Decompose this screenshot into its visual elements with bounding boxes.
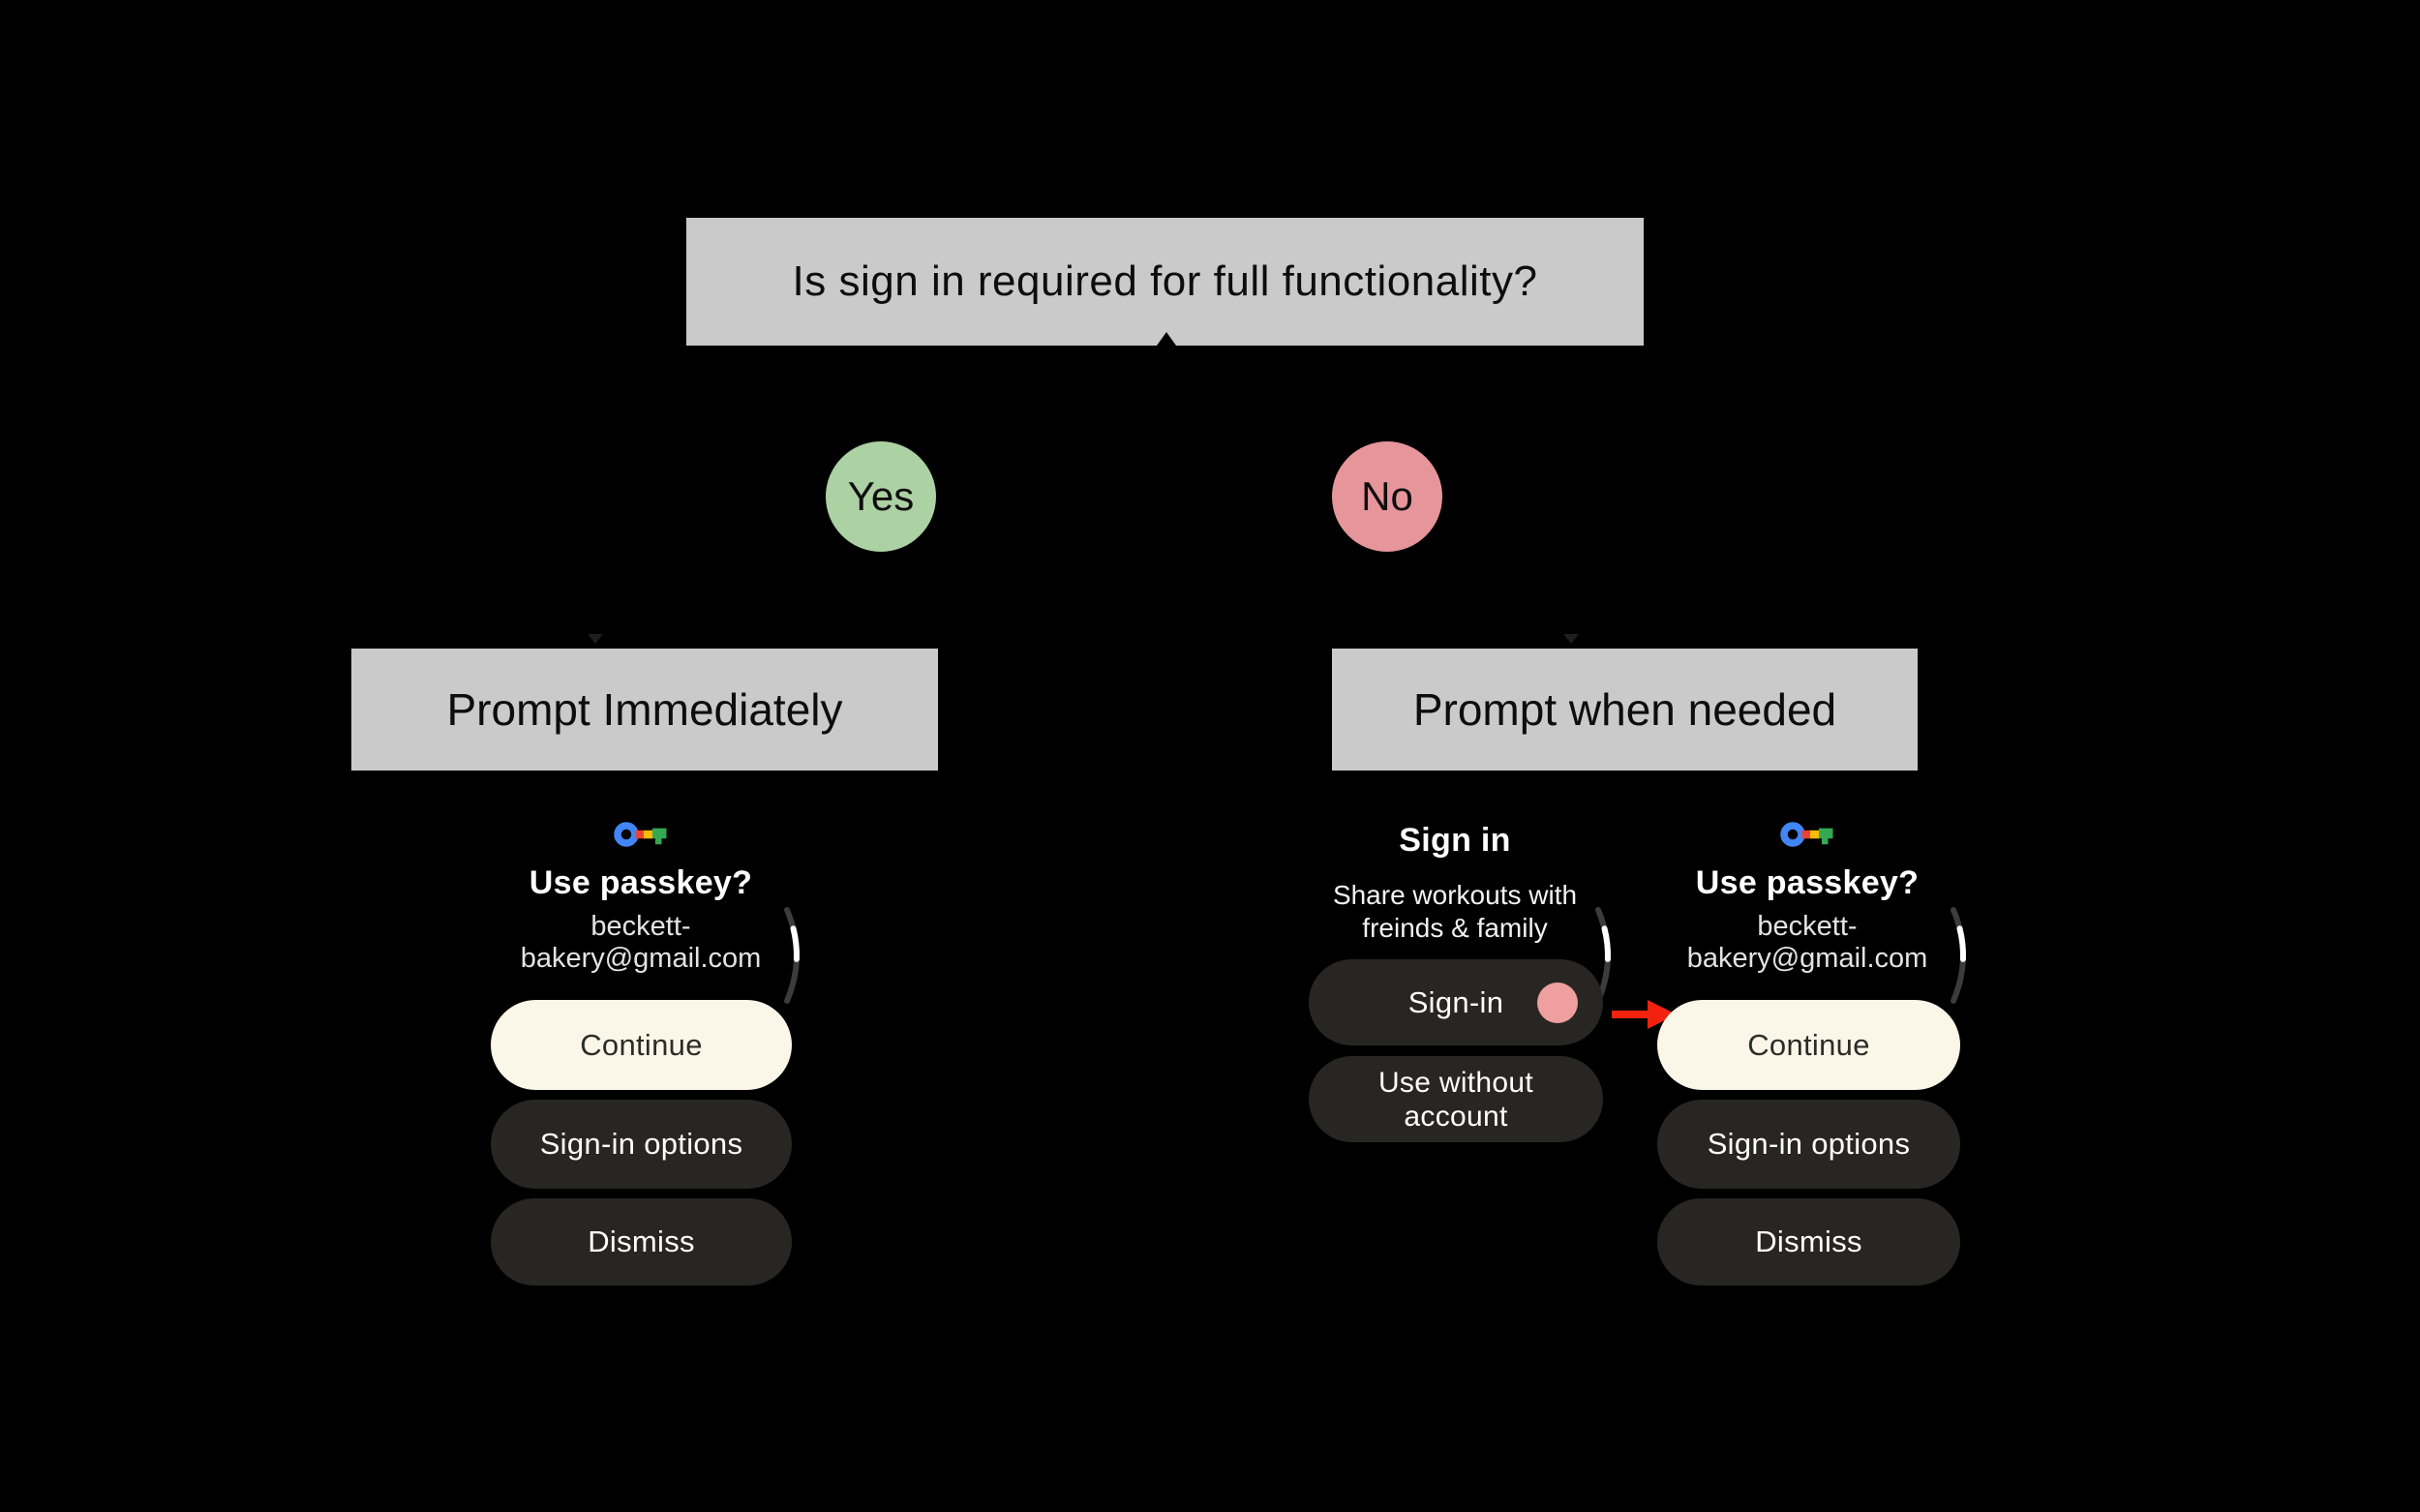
continue-button[interactable]: Continue: [491, 1000, 792, 1090]
branch-no-title: Prompt when needed: [1412, 684, 1837, 735]
tap-flow-arrow-icon: [1612, 1000, 1677, 1029]
passkey-title: Use passkey?: [529, 864, 753, 901]
use-without-account-line2: account: [1404, 1100, 1508, 1133]
branch-yes-title: Prompt Immediately: [446, 684, 843, 735]
signin-options-button[interactable]: Sign-in options: [491, 1100, 792, 1189]
question-node: Is sign in required for full functionali…: [686, 218, 1644, 346]
subtitle-line1: Share workouts with: [1332, 880, 1578, 910]
passkey-key-icon: [1780, 822, 1833, 847]
use-without-account-button[interactable]: Use without account: [1309, 1056, 1603, 1142]
email-line2: bakery@gmail.com: [520, 943, 762, 974]
passkey-account-email: beckett- bakery@gmail.com: [428, 911, 854, 975]
email-line2: bakery@gmail.com: [1686, 943, 1928, 974]
connector-tick: [588, 634, 603, 644]
signin-screen-title: Sign in: [1399, 822, 1511, 859]
signin-subtitle: Share workouts with freinds & family: [1242, 879, 1668, 945]
passkey-key-icon: [614, 822, 667, 847]
no-label: No: [1361, 473, 1413, 519]
dismiss-button[interactable]: Dismiss: [491, 1198, 792, 1285]
scroll-position-indicator[interactable]: [1944, 906, 1977, 1005]
passkey-account-email: beckett- bakery@gmail.com: [1594, 911, 2020, 975]
dismiss-button[interactable]: Dismiss: [1657, 1198, 1960, 1285]
branch-prompt-immediately: Prompt Immediately: [351, 649, 938, 771]
dismiss-label: Dismiss: [588, 1225, 695, 1258]
signin-options-button[interactable]: Sign-in options: [1657, 1100, 1960, 1189]
yes-node: Yes: [826, 441, 936, 552]
email-line1: beckett-: [1757, 911, 1858, 942]
signin-options-label: Sign-in options: [1707, 1127, 1911, 1161]
scroll-position-indicator[interactable]: [777, 906, 810, 1005]
signin-button[interactable]: Sign-in: [1309, 959, 1603, 1045]
signin-options-label: Sign-in options: [539, 1127, 743, 1161]
tap-indicator: [1537, 982, 1578, 1023]
branch-prompt-when-needed: Prompt when needed: [1332, 649, 1918, 771]
question-text: Is sign in required for full functionali…: [792, 257, 1538, 305]
connector-tick: [1563, 634, 1579, 644]
subtitle-line2: freinds & family: [1362, 913, 1548, 943]
yes-label: Yes: [847, 473, 915, 519]
continue-label: Continue: [1747, 1027, 1870, 1062]
use-without-account-line1: Use without: [1377, 1066, 1534, 1099]
passkey-title: Use passkey?: [1695, 864, 1920, 901]
continue-label: Continue: [580, 1027, 703, 1062]
signin-label: Sign-in: [1407, 984, 1504, 1019]
connector-notch: [1157, 332, 1176, 346]
no-node: No: [1332, 441, 1442, 552]
dismiss-label: Dismiss: [1755, 1225, 1862, 1258]
email-line1: beckett-: [590, 911, 691, 942]
continue-button[interactable]: Continue: [1657, 1000, 1960, 1090]
